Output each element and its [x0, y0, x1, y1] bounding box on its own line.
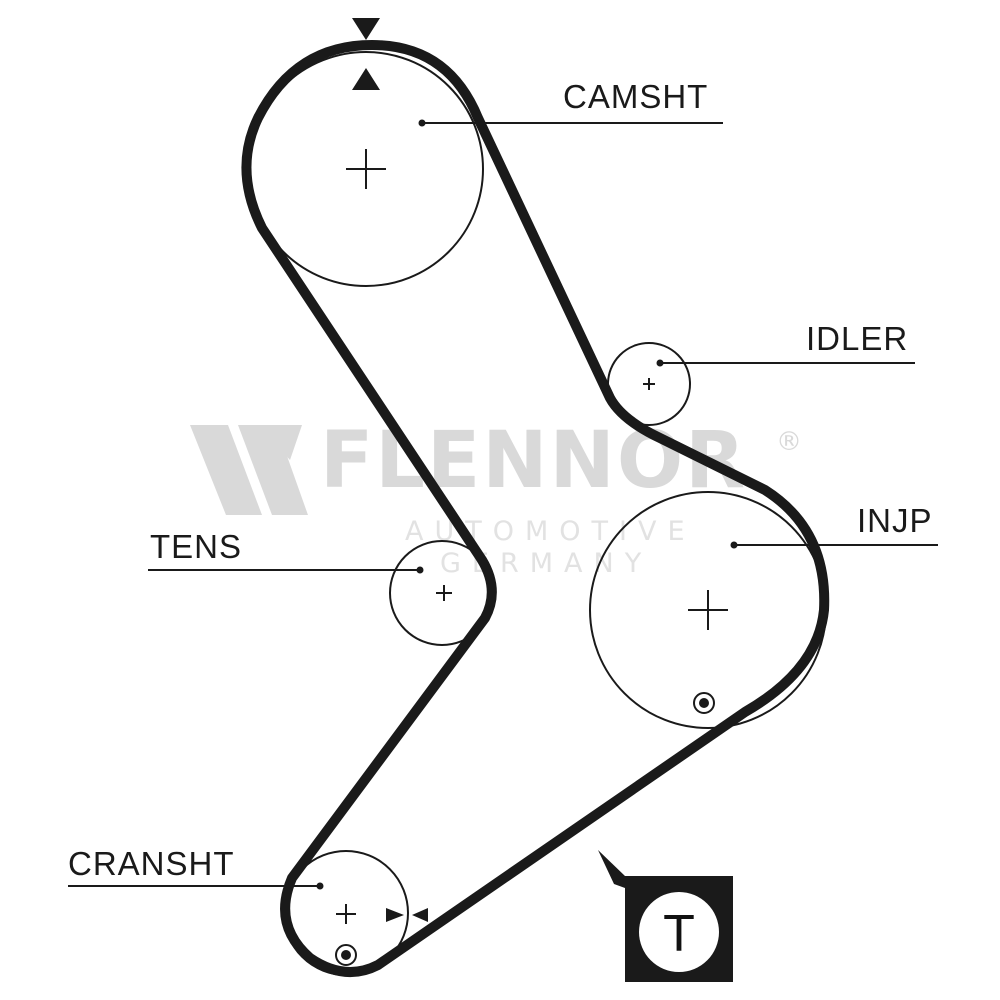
- tensioner-label: TENS: [150, 528, 242, 565]
- crankshaft-center-mark: [336, 904, 356, 924]
- watermark-logo-icon: [190, 425, 308, 515]
- timing-belt: [241, 40, 830, 978]
- injection-pump-leader-line: [730, 541, 938, 549]
- tension-letter: T: [663, 905, 695, 963]
- camshaft-leader-line: [418, 119, 723, 127]
- idler-leader-line: [656, 359, 915, 367]
- camshaft-timing-mark-top-icon: [352, 18, 380, 40]
- tensioner-center-mark: [436, 585, 452, 601]
- crankshaft-target-mark-icon: [335, 944, 357, 966]
- camshaft-center-mark: [346, 149, 386, 189]
- injection-pump-target-mark-icon: [693, 692, 715, 714]
- injection-pump-label: INJP: [857, 502, 933, 539]
- tension-circle: [639, 892, 719, 972]
- tensioner-leader-line: [148, 566, 424, 574]
- camshaft-label: CAMSHT: [563, 78, 708, 115]
- idler-center-mark: [643, 378, 655, 390]
- camshaft-timing-mark-bottom-icon: [352, 68, 380, 90]
- crankshaft-timing-mark-left-icon: [386, 908, 404, 922]
- crankshaft-leader-line: [68, 882, 324, 890]
- injection-pump-center-mark: [688, 590, 728, 630]
- tension-symbol: T: [598, 850, 733, 982]
- watermark: FLENNOR ® AUTOMOTIVE GERMANY: [190, 416, 802, 579]
- idler-label: IDLER: [806, 320, 908, 357]
- watermark-brand: FLENNOR: [320, 416, 747, 506]
- crankshaft-label: CRANSHT: [68, 845, 235, 882]
- watermark-registered-mark: ®: [776, 427, 802, 457]
- crankshaft-timing-mark-right-icon: [412, 908, 428, 922]
